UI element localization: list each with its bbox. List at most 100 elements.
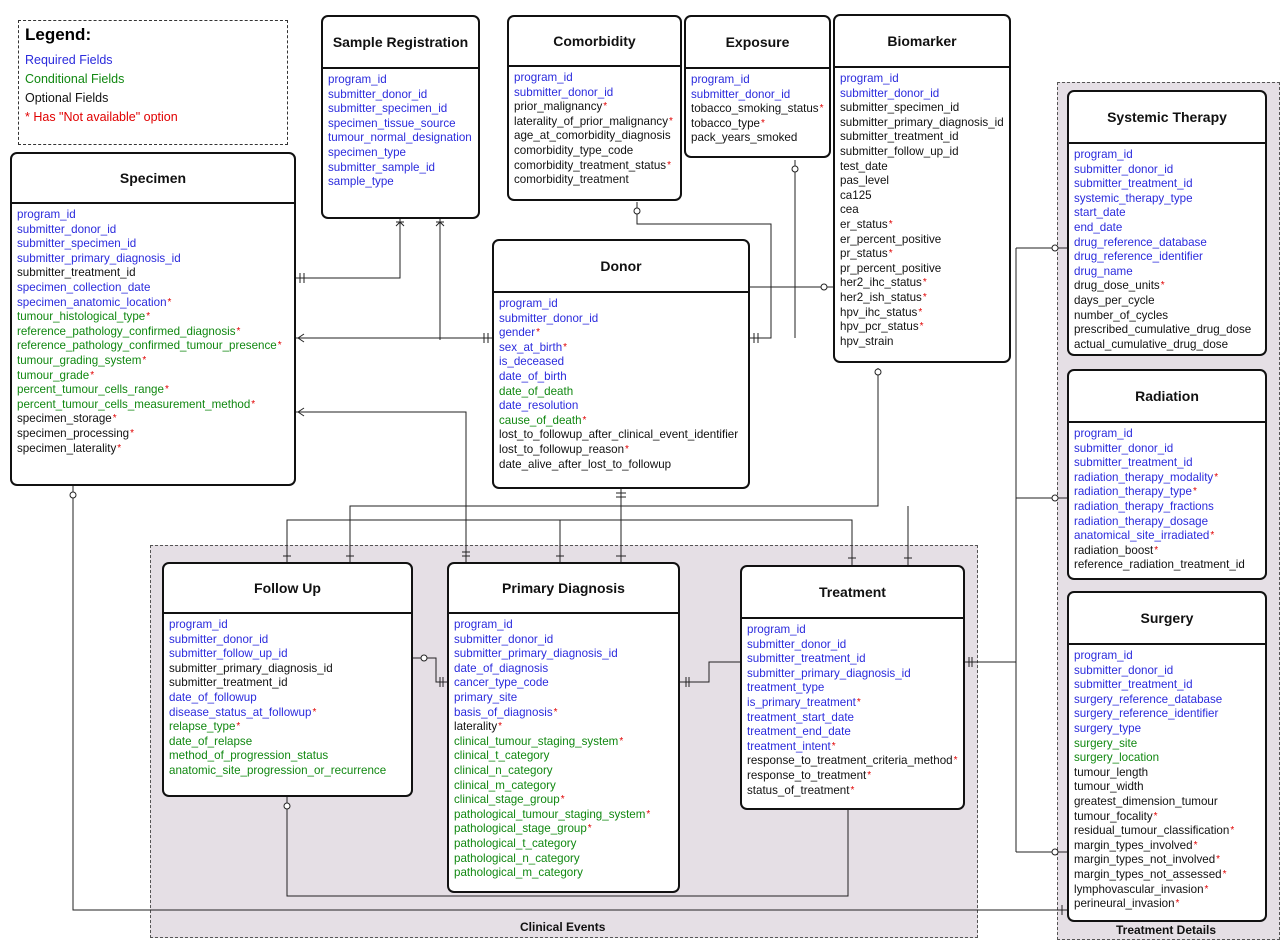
field-name: sample_type: [328, 175, 394, 189]
field-row: days_per_cycle: [1074, 294, 1260, 309]
not-available-marker: *: [669, 115, 673, 127]
field-name: her2_ish_status: [840, 290, 922, 304]
not-available-marker: *: [90, 369, 95, 381]
field-name: submitter_donor_id: [691, 87, 791, 101]
field-row: clinical_stage_group*: [454, 793, 673, 808]
field-row: er_status*: [840, 218, 1004, 233]
field-row: her2_ihc_status*: [840, 276, 1004, 291]
field-row: submitter_treatment_id: [840, 130, 1004, 145]
field-name: reference_radiation_treatment_id: [1074, 558, 1245, 572]
field-row: drug_name: [1074, 265, 1260, 280]
field-row: hpv_pcr_status*: [840, 320, 1004, 335]
not-available-marker: *: [553, 706, 558, 718]
field-row: pathological_t_category: [454, 837, 673, 852]
field-row: submitter_donor_id: [1074, 664, 1260, 679]
field-name: treatment_end_date: [747, 725, 851, 739]
field-name: program_id: [1074, 148, 1133, 161]
field-row: treatment_type: [747, 681, 958, 696]
field-name: submitter_donor_id: [454, 632, 554, 646]
field-row: cause_of_death*: [499, 414, 743, 429]
field-name: systemic_therapy_type: [1074, 191, 1193, 205]
field-row: response_to_treatment*: [747, 769, 958, 784]
entity-title: Specimen: [12, 154, 294, 204]
field-name: reference_pathology_confirmed_diagnosis: [17, 324, 236, 338]
field-name: surgery_location: [1074, 751, 1160, 765]
field-row: date_of_diagnosis: [454, 662, 673, 677]
field-name: lymphovascular_invasion: [1074, 882, 1204, 896]
field-name: pathological_tumour_staging_system: [454, 807, 646, 821]
field-name: response_to_treatment: [747, 768, 867, 782]
field-row: treatment_intent*: [747, 740, 958, 755]
field-name: submitter_specimen_id: [17, 237, 137, 251]
field-row: radiation_therapy_type*: [1074, 485, 1260, 500]
field-name: submitter_treatment_id: [1074, 456, 1193, 470]
field-row: her2_ish_status*: [840, 291, 1004, 306]
field-row: program_id: [17, 208, 289, 223]
field-row: program_id: [328, 73, 473, 88]
field-row: submitter_donor_id: [17, 223, 289, 238]
field-name: her2_ihc_status: [840, 276, 922, 290]
field-row: drug_reference_database: [1074, 236, 1260, 251]
field-row: percent_tumour_cells_range*: [17, 383, 289, 398]
field-row: pathological_m_category: [454, 866, 673, 881]
not-available-marker: *: [667, 159, 671, 171]
field-name: er_status: [840, 217, 888, 231]
field-name: tumour_grade: [17, 368, 90, 382]
field-name: actual_cumulative_drug_dose: [1074, 337, 1229, 351]
field-row: program_id: [1074, 148, 1260, 163]
not-available-marker: *: [603, 101, 608, 113]
field-row: anatomical_site_irradiated*: [1074, 529, 1260, 544]
not-available-marker: *: [888, 218, 893, 230]
field-row: margin_types_not_assessed*: [1074, 868, 1260, 883]
field-row: pathological_tumour_staging_system*: [454, 808, 673, 823]
field-name: response_to_treatment_criteria_method: [747, 754, 953, 768]
not-available-marker: *: [922, 291, 927, 303]
field-name: relapse_type: [169, 720, 236, 734]
field-name: specimen_anatomic_location: [17, 295, 167, 309]
not-available-marker: *: [560, 794, 565, 806]
connector-pd-treatment: [680, 661, 740, 683]
field-row: specimen_collection_date: [17, 281, 289, 296]
field-row: submitter_donor_id: [747, 638, 958, 653]
field-row: radiation_therapy_fractions: [1074, 500, 1260, 515]
field-row: tumour_focality*: [1074, 810, 1260, 825]
field-name: submitter_donor_id: [514, 85, 614, 99]
field-row: specimen_laterality*: [17, 442, 289, 457]
field-name: drug_name: [1074, 264, 1133, 278]
field-row: submitter_treatment_id: [1074, 177, 1260, 192]
field-row: specimen_storage*: [17, 412, 289, 427]
field-name: submitter_primary_diagnosis_id: [840, 115, 1004, 129]
field-row: program_id: [514, 71, 675, 86]
field-name: percent_tumour_cells_range: [17, 383, 164, 397]
field-row: submitter_donor_id: [1074, 442, 1260, 457]
field-name: tumour_focality: [1074, 809, 1153, 823]
field-row: program_id: [691, 73, 824, 88]
connector-fu-pd: [413, 657, 447, 683]
field-row: date_of_followup: [169, 691, 406, 706]
field-name: drug_dose_units: [1074, 279, 1160, 293]
field-name: pathological_m_category: [454, 866, 583, 880]
field-name: hpv_ihc_status: [840, 305, 918, 319]
connector-specimen-pd: [296, 411, 467, 562]
field-row: tumour_histological_type*: [17, 310, 289, 325]
not-available-marker: *: [867, 769, 872, 781]
field-name: treatment_intent: [747, 739, 831, 753]
field-name: cea: [840, 203, 859, 217]
not-available-marker: *: [1193, 839, 1198, 851]
entity-title: Surgery: [1069, 593, 1265, 645]
field-row: submitter_donor_id: [691, 88, 824, 103]
entity-title: Biomarker: [835, 16, 1009, 68]
field-name: radiation_therapy_fractions: [1074, 499, 1214, 513]
field-name: submitter_donor_id: [169, 632, 269, 646]
field-name: pr_percent_positive: [840, 261, 942, 275]
